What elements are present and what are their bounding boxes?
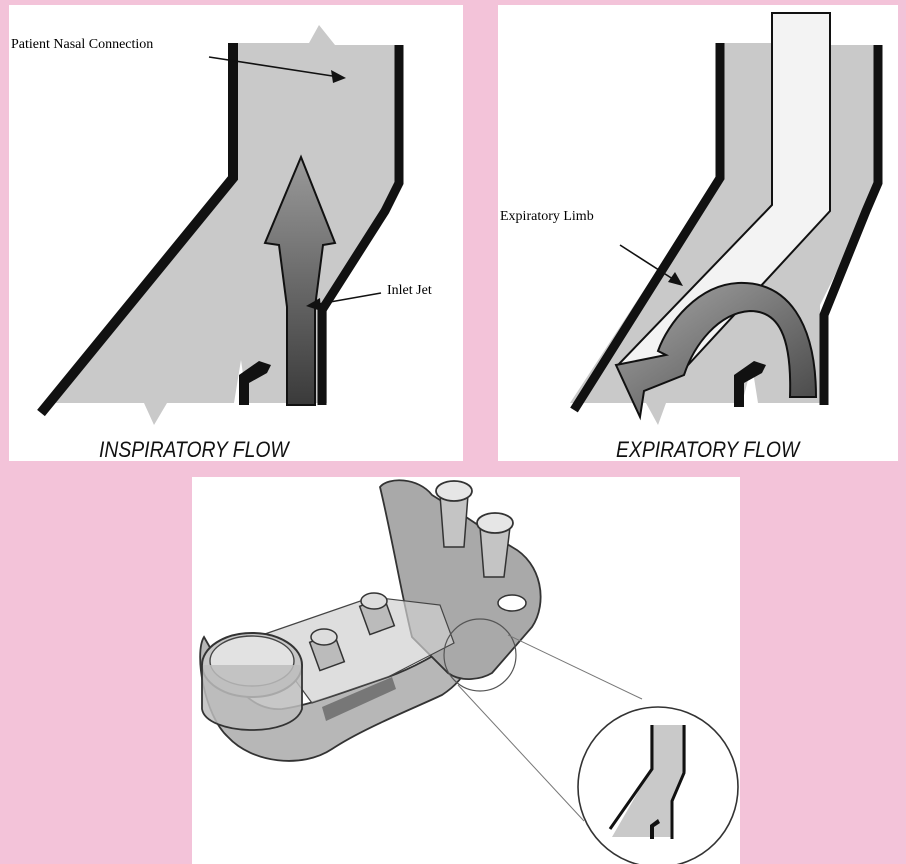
caption-expiratory-flow: EXPIRATORY FLOW (616, 437, 799, 461)
inspiratory-diagram (9, 5, 463, 461)
device-illustration (192, 477, 740, 864)
caption-inspiratory-flow: INSPIRATORY FLOW (99, 437, 289, 461)
magnifier-line (458, 685, 584, 821)
channel-fluid (49, 25, 403, 425)
expiratory-flow-panel: Expiratory Limb EXPIRATORY FLOW (498, 5, 898, 461)
magnifier-line (508, 635, 642, 699)
label-inlet-jet: Inlet Jet (387, 283, 432, 299)
generator-hole (498, 595, 526, 611)
label-patient-nasal-connection: Patient Nasal Connection (11, 37, 153, 53)
expiratory-diagram (498, 5, 898, 461)
inlet-tube-body (202, 665, 302, 730)
device-illustration-panel (192, 477, 740, 864)
inspiratory-flow-panel: Patient Nasal Connection Inlet Jet INSPI… (9, 5, 463, 461)
label-expiratory-limb: Expiratory Limb (500, 209, 594, 225)
